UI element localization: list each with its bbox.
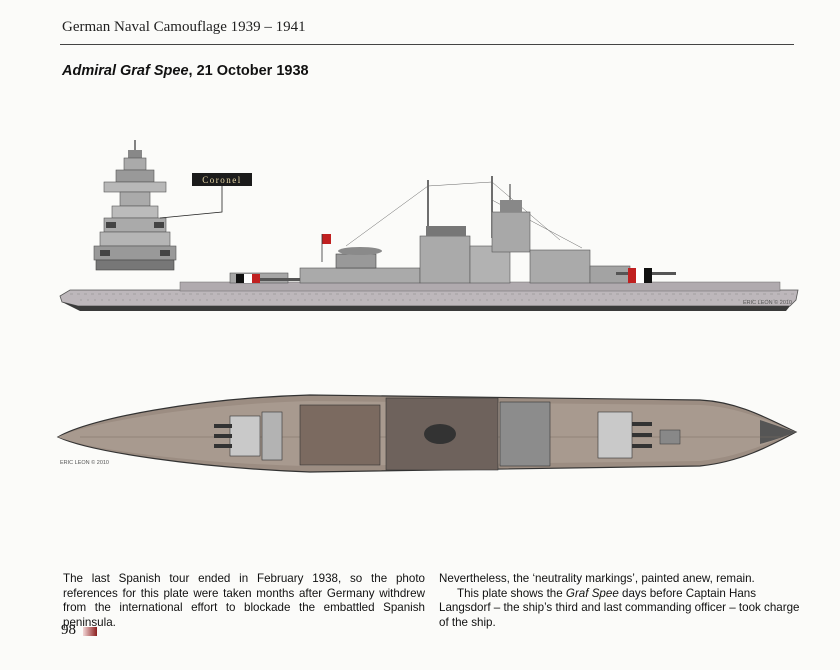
- plan-view-drawing: ERIC LEON © 2010: [56, 394, 798, 473]
- body-paragraph-1: Nevertheless, the ‘neutrality markings’,…: [439, 572, 755, 585]
- body-paragraph-2: This plate shows the Graf Spee days befo…: [439, 587, 801, 631]
- running-header: German Naval Camouflage 1939 – 1941: [62, 19, 306, 35]
- callout-label: Coronel: [202, 175, 242, 185]
- body-left-column: The last Spanish tour ended in February …: [63, 572, 425, 629]
- plan-artist-credit: ERIC LEON © 2010: [60, 459, 109, 466]
- coronel-callout: Coronel: [159, 173, 252, 219]
- p2-after: days before Captain Hans Langsdorf – the…: [439, 586, 800, 629]
- profile-artist-credit: ERIC LEON © 2010: [743, 299, 792, 306]
- header-rule: [60, 44, 794, 45]
- plate-title: Admiral Graf Spee, 21 October 1938: [62, 63, 309, 79]
- ship-illustrations: Coronel ERI: [56, 140, 799, 473]
- p2-before: This plate shows the: [457, 586, 566, 600]
- page-number: 98: [61, 622, 76, 638]
- folio-accent-bar: [83, 627, 97, 636]
- plate-date: , 21 October 1938: [188, 63, 309, 79]
- body-right-column: Nevertheless, the ‘neutrality markings’,…: [439, 572, 801, 630]
- ship-name: Admiral Graf Spee: [62, 63, 189, 79]
- bow-view-drawing: [93, 140, 177, 271]
- p2-ship-name: Graf Spee: [565, 586, 619, 600]
- profile-view-drawing: ERIC LEON © 2010: [59, 176, 799, 311]
